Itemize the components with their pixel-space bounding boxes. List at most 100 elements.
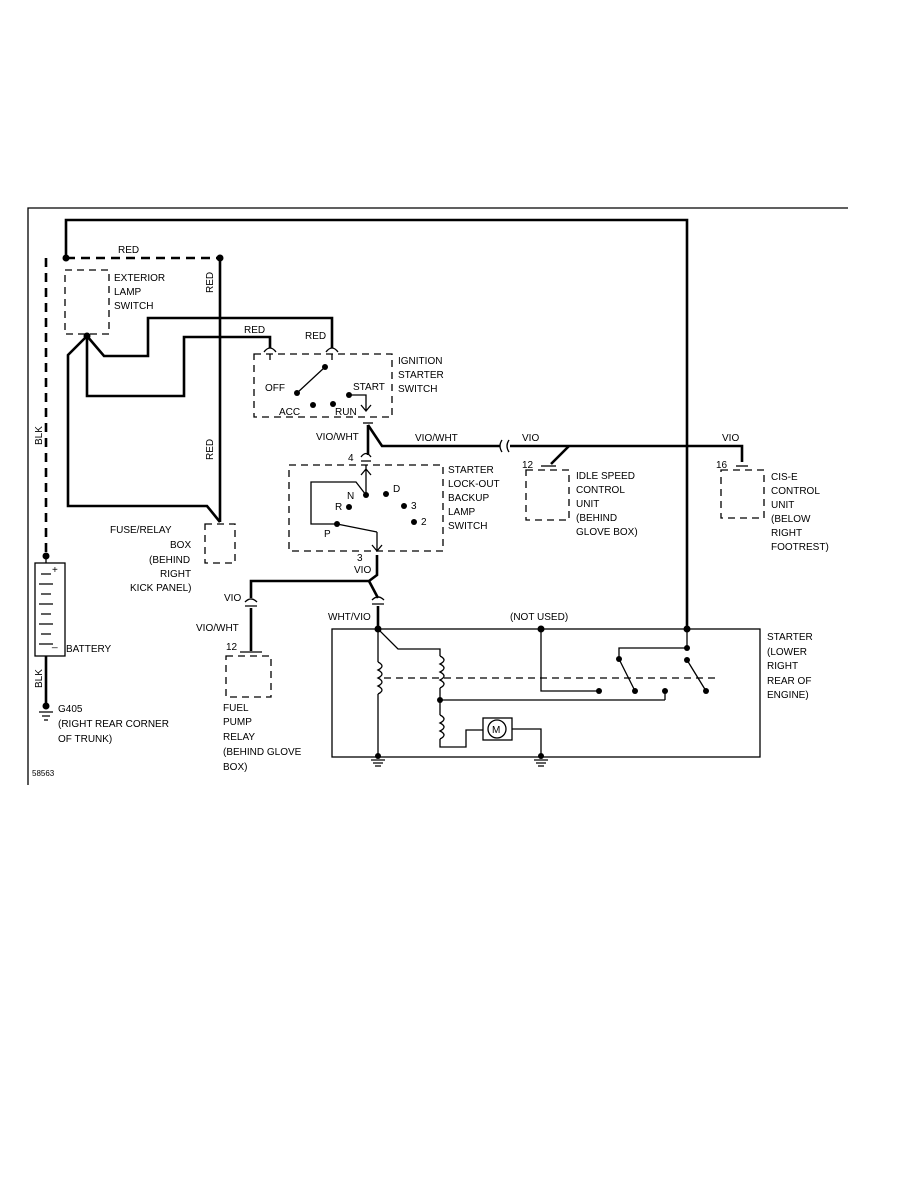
battery bbox=[34, 562, 66, 657]
starter-feed-wire bbox=[367, 580, 380, 599]
vio-wht-run-wire bbox=[366, 424, 500, 448]
ignition-pos-start: START bbox=[353, 382, 385, 393]
wire-label-red-vertical-lower: RED bbox=[205, 439, 216, 460]
exterior-lamp-switch bbox=[64, 269, 110, 335]
fuel-relay-label-3: RELAY bbox=[223, 732, 255, 743]
gear-d: D bbox=[393, 484, 400, 495]
lockout-label-3: BACKUP bbox=[448, 493, 489, 504]
fuse-box-label-5: KICK PANEL) bbox=[130, 583, 192, 594]
wire-label-blk-upper: BLK bbox=[34, 426, 45, 445]
wire-label-vio-idle: VIO bbox=[522, 433, 539, 444]
ground-symbol-starter-left bbox=[371, 759, 385, 767]
starter-label-3: RIGHT bbox=[767, 661, 798, 672]
wire-label-vio-wht-fuel: VIO/WHT bbox=[196, 623, 239, 634]
pin-fuel: 12 bbox=[226, 642, 238, 653]
wire-label-vio-wht-run: VIO/WHT bbox=[415, 433, 458, 444]
idle-unit-label-4: (BEHIND bbox=[576, 513, 617, 524]
lamp-switch-wire-a bbox=[86, 316, 334, 358]
ignition-switch-label-2: STARTER bbox=[398, 370, 444, 381]
idle-unit-label-5: GLOVE BOX) bbox=[576, 527, 638, 538]
wire-label-wht-vio: WHT/VIO bbox=[328, 612, 371, 623]
hold-coil bbox=[376, 661, 383, 695]
cis-unit-label-1: CIS-E bbox=[771, 472, 798, 483]
fuel-relay-label-1: FUEL bbox=[223, 703, 249, 714]
gear-2: 2 bbox=[421, 517, 427, 528]
idle-speed-control-unit bbox=[525, 469, 570, 521]
wire-label-red-vertical-upper: RED bbox=[205, 272, 216, 293]
pin-lockout-in: 4 bbox=[348, 453, 354, 464]
diagram-id: 58563 bbox=[32, 769, 55, 778]
vio-idle-branch bbox=[550, 445, 570, 465]
motor-label: M bbox=[492, 725, 500, 736]
ground-symbol-starter-right bbox=[534, 759, 548, 767]
battery-label: BATTERY bbox=[66, 644, 112, 655]
wire-label-vio-fuel: VIO bbox=[224, 593, 241, 604]
exterior-lamp-switch-label-2: LAMP bbox=[114, 287, 142, 298]
wire-label-vio-cis: VIO bbox=[722, 433, 739, 444]
fuse-box-label-4: RIGHT bbox=[160, 569, 191, 580]
cis-unit-label-4: (BELOW bbox=[771, 514, 811, 525]
pull-coil bbox=[438, 655, 445, 689]
battery-cells bbox=[39, 573, 53, 645]
cis-unit-label-3: UNIT bbox=[771, 500, 794, 511]
ignition-switch-label-3: SWITCH bbox=[398, 384, 437, 395]
wire-label-blk-lower: BLK bbox=[34, 669, 45, 688]
ignition-pos-run: RUN bbox=[335, 407, 357, 418]
ground-label-1: G405 bbox=[58, 704, 83, 715]
lamp-switch-wire-c bbox=[66, 335, 222, 523]
starter-label-2: (LOWER bbox=[767, 647, 807, 658]
ignition-pos-acc: ACC bbox=[279, 407, 300, 418]
wire-label-vio-lockout: VIO bbox=[354, 565, 371, 576]
idle-unit-label-3: UNIT bbox=[576, 499, 599, 510]
cis-e-control-unit bbox=[720, 469, 765, 519]
cis-unit-label-5: RIGHT bbox=[771, 528, 802, 539]
fuel-pump-relay bbox=[225, 655, 272, 698]
starter-assembly bbox=[331, 628, 761, 758]
wire-label-not-used: (NOT USED) bbox=[510, 612, 568, 623]
gear-r: R bbox=[335, 502, 342, 513]
lamp-switch-wire-b bbox=[85, 335, 272, 398]
cis-unit-label-6: FOOTREST) bbox=[771, 542, 829, 553]
fuel-relay-label-5: BOX) bbox=[223, 762, 247, 773]
cis-unit-label-2: CONTROL bbox=[771, 486, 820, 497]
fuse-box-label-2: BOX bbox=[170, 540, 191, 551]
exterior-lamp-switch-label-1: EXTERIOR bbox=[114, 273, 165, 284]
fuse-relay-box bbox=[204, 523, 236, 564]
exterior-lamp-switch-label-3: SWITCH bbox=[114, 301, 153, 312]
idle-unit-label-1: IDLE SPEED bbox=[576, 471, 635, 482]
pin-idle: 12 bbox=[522, 460, 534, 471]
starter-label-5: ENGINE) bbox=[767, 690, 809, 701]
wire-label-red-top: RED bbox=[118, 245, 139, 256]
fuel-relay-label-4: (BEHIND GLOVE bbox=[223, 747, 302, 758]
vio-wire bbox=[510, 444, 744, 462]
starter-label-1: STARTER bbox=[767, 632, 813, 643]
lockout-label-4: LAMP bbox=[448, 507, 476, 518]
lockout-label-5: SWITCH bbox=[448, 521, 487, 532]
ignition-starter-switch bbox=[253, 353, 393, 418]
fuel-relay-label-2: PUMP bbox=[223, 717, 252, 728]
gear-p: P bbox=[324, 529, 331, 540]
diagram-frame bbox=[27, 207, 848, 785]
battery-minus: _ bbox=[51, 638, 58, 649]
lockout-label-2: LOCK-OUT bbox=[448, 479, 500, 490]
battery-plus: + bbox=[52, 565, 58, 576]
starter-label-4: REAR OF bbox=[767, 676, 811, 687]
wire-label-red-ign-2: RED bbox=[305, 331, 326, 342]
gear-n: N bbox=[347, 491, 354, 502]
ground-label-3: OF TRUNK) bbox=[58, 734, 112, 745]
pin-cis: 16 bbox=[716, 460, 728, 471]
wire-label-red-ign-1: RED bbox=[244, 325, 265, 336]
ground-symbol-g405 bbox=[39, 711, 53, 721]
pin-lockout-out: 3 bbox=[357, 553, 363, 564]
field-coil bbox=[438, 714, 445, 740]
fuse-box-label-3: (BEHIND bbox=[149, 555, 190, 566]
lockout-label-1: STARTER bbox=[448, 465, 494, 476]
wire-label-vio-wht-ign: VIO/WHT bbox=[316, 432, 359, 443]
gear-3: 3 bbox=[411, 501, 417, 512]
idle-unit-label-2: CONTROL bbox=[576, 485, 625, 496]
ignition-switch-label-1: IGNITION bbox=[398, 356, 442, 367]
battery-feed-wire bbox=[64, 218, 689, 628]
fuse-box-label-1: FUSE/RELAY bbox=[110, 525, 172, 536]
ignition-pos-off: OFF bbox=[265, 383, 285, 394]
